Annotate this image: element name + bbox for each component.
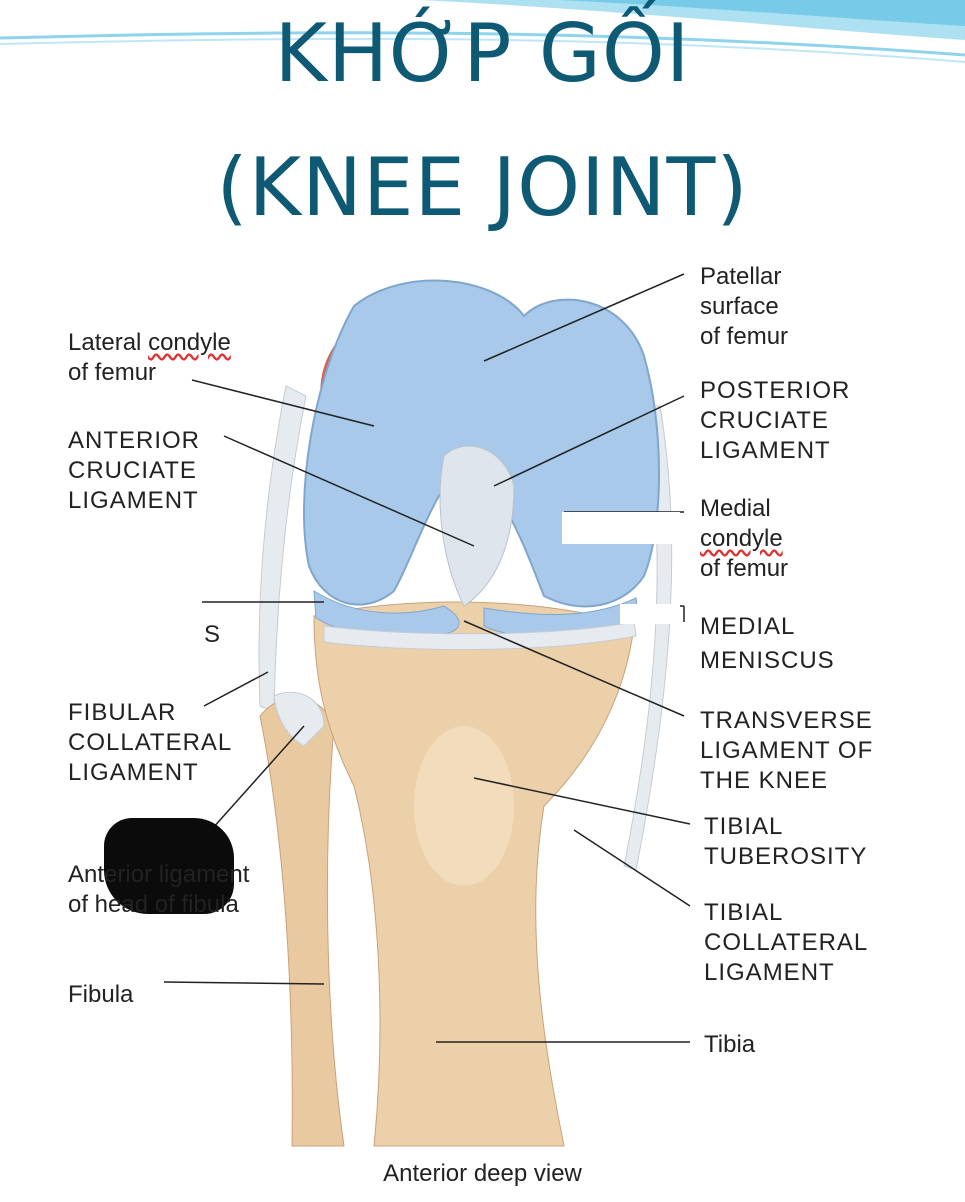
slide-title-line1: KHỚP GỐI [274,7,691,100]
transverse-ligament-shape [323,621,637,651]
label-cover-box-2 [620,604,680,624]
label-tibial-tuberosity: TIBIAL TUBEROSITY [704,813,868,870]
figure-caption: Anterior deep view [383,1160,582,1187]
label-cover-box-1 [562,512,680,544]
label-anterior-cruciate-ligament: ANTERIOR CRUCIATE LIGAMENT [68,427,201,514]
tibial-tuberosity-shape [414,726,514,886]
label-tibial-collateral-ligament: TIBIAL COLLATERAL LIGAMENT [704,899,869,986]
label-lateral-meniscus-partial: S [204,621,222,648]
fibular-collateral-ligament-shape [258,385,307,713]
label-medial-meniscus: MEDIAL MENISCUS [700,613,835,674]
redacted-scribble [104,818,234,914]
label-anterior-ligament-fibula: Anterior ligament of head of fibula [68,861,250,918]
knee-joint-drawing [163,273,691,1147]
fibula-bone-shape [259,697,345,1147]
label-tibia: Tibia [704,1031,756,1058]
cruciate-ligaments-shape [439,445,515,607]
anterior-ligament-fibula-shape [273,691,325,747]
label-posterior-cruciate-ligament: POSTERIOR CRUCIATE LIGAMENT [700,377,851,464]
label-patellar-surface: Patellar surface of femur [700,263,789,350]
label-transverse-ligament: TRANSVERSE LIGAMENT OF THE KNEE [700,707,874,794]
header-swoosh-decoration [0,0,965,63]
label-fibular-collateral-ligament: FIBULAR COLLATERAL LIGAMENT [68,699,233,786]
label-fibula: Fibula [68,981,134,1008]
slide-title-line2: (KNEE JOINT) [216,141,749,234]
